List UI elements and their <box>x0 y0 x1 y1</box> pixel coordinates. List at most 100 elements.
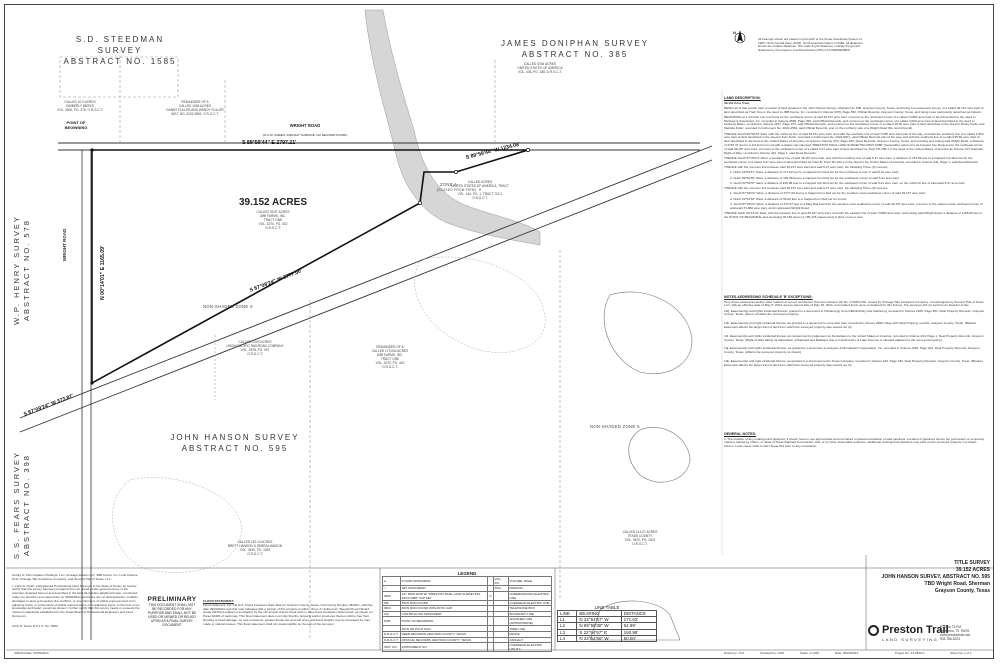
ld-course: 3. South 22°54'57" East, a distance of 1… <box>730 180 966 185</box>
line-table-cell: N 22°54'56" W <box>576 634 622 642</box>
ld-paragraph: THENCE with the common line between said… <box>724 186 888 191</box>
surveyor-signature: Chris R. Noah, R.P.L.S. No. 6580 <box>12 623 58 628</box>
legend-cell: INSTRUMENT NO. <box>399 642 489 653</box>
ld-course: 3. South 87°09'24" West, a distance of 3… <box>730 202 983 210</box>
schedule-b-item: 10h. Easement(s) and right incidental th… <box>724 321 977 329</box>
footer-sheet-no: Sheet No. 1 of 1 <box>950 651 972 655</box>
owner-remainder: REMAINDER OF A CALLED 173.604 ACRES JMB … <box>371 345 409 369</box>
owner-bottom: CALLED 150.13 ACRES BRETT HANSON & DEBRA… <box>227 540 283 556</box>
legend-cell: ● <box>382 576 401 586</box>
ld-paragraph: THENCE with the common line between said… <box>724 164 888 169</box>
wright-road-top-label: WRIGHT ROAD (R.O.W. VARIES, ASPHALT SURF… <box>262 123 348 137</box>
line-table-cell: L4 <box>556 634 578 642</box>
set-monument-icon <box>526 148 530 152</box>
adjoiner-lot-outline <box>59 56 179 98</box>
acreage-label: 39.152 ACRES <box>239 197 307 208</box>
ld-course: 2. North 89°59'38" West, a distance of 1… <box>730 175 900 180</box>
schedule-b-heading: NOTES ADDRESSING SCHEDULE 'B' EXCEPTIONS… <box>724 295 813 299</box>
general-notes: GENERAL NOTES: 1. The location of any un… <box>724 432 986 450</box>
certification-block: Certify to: Flinn Aviation Holdings, LLC… <box>12 573 140 629</box>
steedman-survey-label: S.D. STEEDMAN SURVEY ABSTRACT NO. 1585 <box>63 35 177 66</box>
legend-row: INST. NO.INSTRUMENT NO. OVERHEAD ELECTRIC… <box>382 642 553 653</box>
zone-x-label-left: NON-SHADED ZONE X <box>203 304 254 309</box>
ld-paragraph: THENCE South 89°59'44" East, with the no… <box>724 131 985 155</box>
preliminary-stamp: PRELIMINARY THIS DOCUMENT SHALL NOT BE R… <box>147 596 197 627</box>
legend-cell: OVERHEAD ELECTRIC UTILITY <box>507 642 553 653</box>
schedule-b-notes: NOTES ADDRESSING SCHEDULE 'B' EXCEPTIONS… <box>724 295 986 373</box>
henry-survey-label: W.P. HENRY SURVEY ABSTRACT NO. 578 <box>12 215 31 325</box>
subject-owner-label: CALLED 39.57 ACRES JMB FARMS, INC. TRACT… <box>256 210 290 230</box>
preliminary-title: PRELIMINARY <box>147 596 197 603</box>
general-notes-heading: GENERAL NOTES: <box>724 432 757 436</box>
footer-project-no: Project No. 24-0530-0 <box>895 651 925 655</box>
legend-cell: VOLUME, PAGE <box>507 576 553 586</box>
legend-cell: 1/2" IRON ROD W/ "PRESTON TRAIL LAND SUR… <box>399 590 489 601</box>
owner-railroad: CALLED 2.000 ACRES UNION PACIFIC RAILROA… <box>226 340 284 356</box>
owner-top-left: REMAINDER OF A CALLED 1636 ACRES DANNY F… <box>166 100 224 116</box>
certify-statement: I, Chris R. Noah, a Registered Professio… <box>12 583 140 618</box>
ld-paragraph: THENCE North 00°14'01" East, with the we… <box>724 211 983 219</box>
schedule-b-item: 10i. Easement(s) and rights incidental t… <box>724 333 984 342</box>
preliminary-text: THIS DOCUMENT SHALL NOT BE RECORDED FOR … <box>147 603 197 627</box>
sheet-border <box>4 4 994 659</box>
land-description-heading: LAND DESCRIPTION: <box>724 96 761 100</box>
title-line: TITLE SURVEY <box>954 560 990 566</box>
line-table-cell: 50.00' <box>620 634 658 642</box>
ld-paragraph: THENCE South 87°09'24" West, a southerly… <box>724 155 979 164</box>
legend-cell: VOL., PG. <box>492 576 509 586</box>
hanson-survey-label: JOHN HANSON SURVEY ABSTRACT NO. 595 <box>170 433 300 453</box>
ld-course: 2. North 22°54'56" West, a distance of 5… <box>730 196 848 201</box>
flood-text: Flood statement: Per F.E.M.A. Flood Insu… <box>203 602 373 626</box>
found-monument-icon <box>90 381 94 385</box>
legend-cell: ADJOINER LINE (APPROXIMATE) <box>507 616 553 627</box>
fears-survey-label: S.S. FEARS SURVEY ABSTRACT NO. 398 <box>12 450 31 560</box>
line-table-title: LINE TABLE <box>594 605 620 610</box>
land-description: LAND DESCRIPTION: 39.152 Acre Tract BEIN… <box>724 96 986 221</box>
basis-of-bearings-note: All bearings shown are based on grid nor… <box>758 37 863 53</box>
doniphan-survey-label: JAMES DONIPHAN SURVEY ABSTRACT NO. 385 <box>500 39 650 59</box>
company-mark-icon <box>868 625 879 636</box>
schedule-b-item: 10g. Easement(s) and rights incidental t… <box>724 308 985 317</box>
ld-paragraph: BEGINNING at a 1/2-inch iron rod found f… <box>724 114 985 131</box>
footer-drawn-by: Drawn by: CCT <box>724 651 745 655</box>
legend-cell: INST. NO. <box>382 642 401 653</box>
title-line: Grayson County, Texas <box>934 588 990 594</box>
title-block: TITLE SURVEY 39.152 ACRES JOHN HANSON SU… <box>868 560 990 595</box>
legend-cell: POB <box>382 616 401 627</box>
footer-checked-by: Checked by: CRN <box>760 651 785 655</box>
set-monument-icon <box>454 170 458 174</box>
land-description-sub: 39.152 Acre Tract <box>724 100 750 105</box>
ld-course: 1. South 87°09'24" West, a distance of 2… <box>730 191 926 196</box>
north-arrow-icon <box>734 30 746 44</box>
company-address: PO Box 75 FM Pottsboro, TX 75076 www.pre… <box>940 625 971 641</box>
company-name: Preston Trail <box>882 624 949 636</box>
legend-cell: IRSC <box>382 590 401 601</box>
title-line: JOHN HANSON SURVEY, ABSTRACT NO. 595 <box>881 574 990 580</box>
tree-line <box>414 256 546 353</box>
legend-title: LEGEND <box>457 571 477 576</box>
owner-top-right: CALLED 5036 ACRES UNITED STATES OF AMERI… <box>517 62 563 74</box>
owner-usa-mid: CALLED ACRES UNITED STATES OF AMERICA, T… <box>451 180 509 200</box>
legend-cell: D.R.G.C.T. <box>382 631 401 638</box>
footer-origin-date: ORIGIN Date: 05/29/2024 <box>14 651 49 655</box>
zone-a-label: ZONE A <box>440 182 458 187</box>
ld-paragraph: BEING all of that certain tract or parce… <box>724 105 984 114</box>
legend-cell: POINT OF BEGINNING <box>399 616 489 627</box>
zone-a-floodplain <box>364 9 541 246</box>
legend-cell <box>492 616 509 627</box>
bearing-west-line: N 00°14'01" E 1165.09' <box>100 245 106 300</box>
legend-cell: O.R.G.C.T. <box>382 636 401 644</box>
railroad-row-north <box>19 145 713 419</box>
title-line: TBD Wright Road, Sherman <box>924 581 990 587</box>
schedule-b-item: 10k. Easement(s) and right incidental th… <box>724 358 983 367</box>
north-label: N <box>733 30 736 35</box>
point-of-beginning-label: POINT OF BEGINNING <box>64 120 88 130</box>
